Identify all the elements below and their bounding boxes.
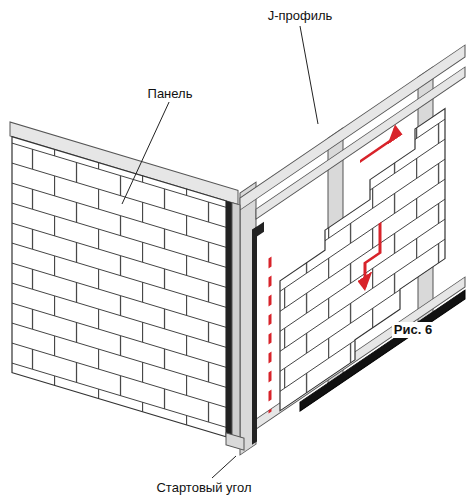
right-wall [240,40,465,455]
figure-caption: Рис. 6 [392,322,434,338]
part-label: J-профиль [266,8,335,24]
left-wall [10,122,244,450]
part-label: Стартовый угол [154,480,253,496]
part-label: Панель [146,86,195,102]
